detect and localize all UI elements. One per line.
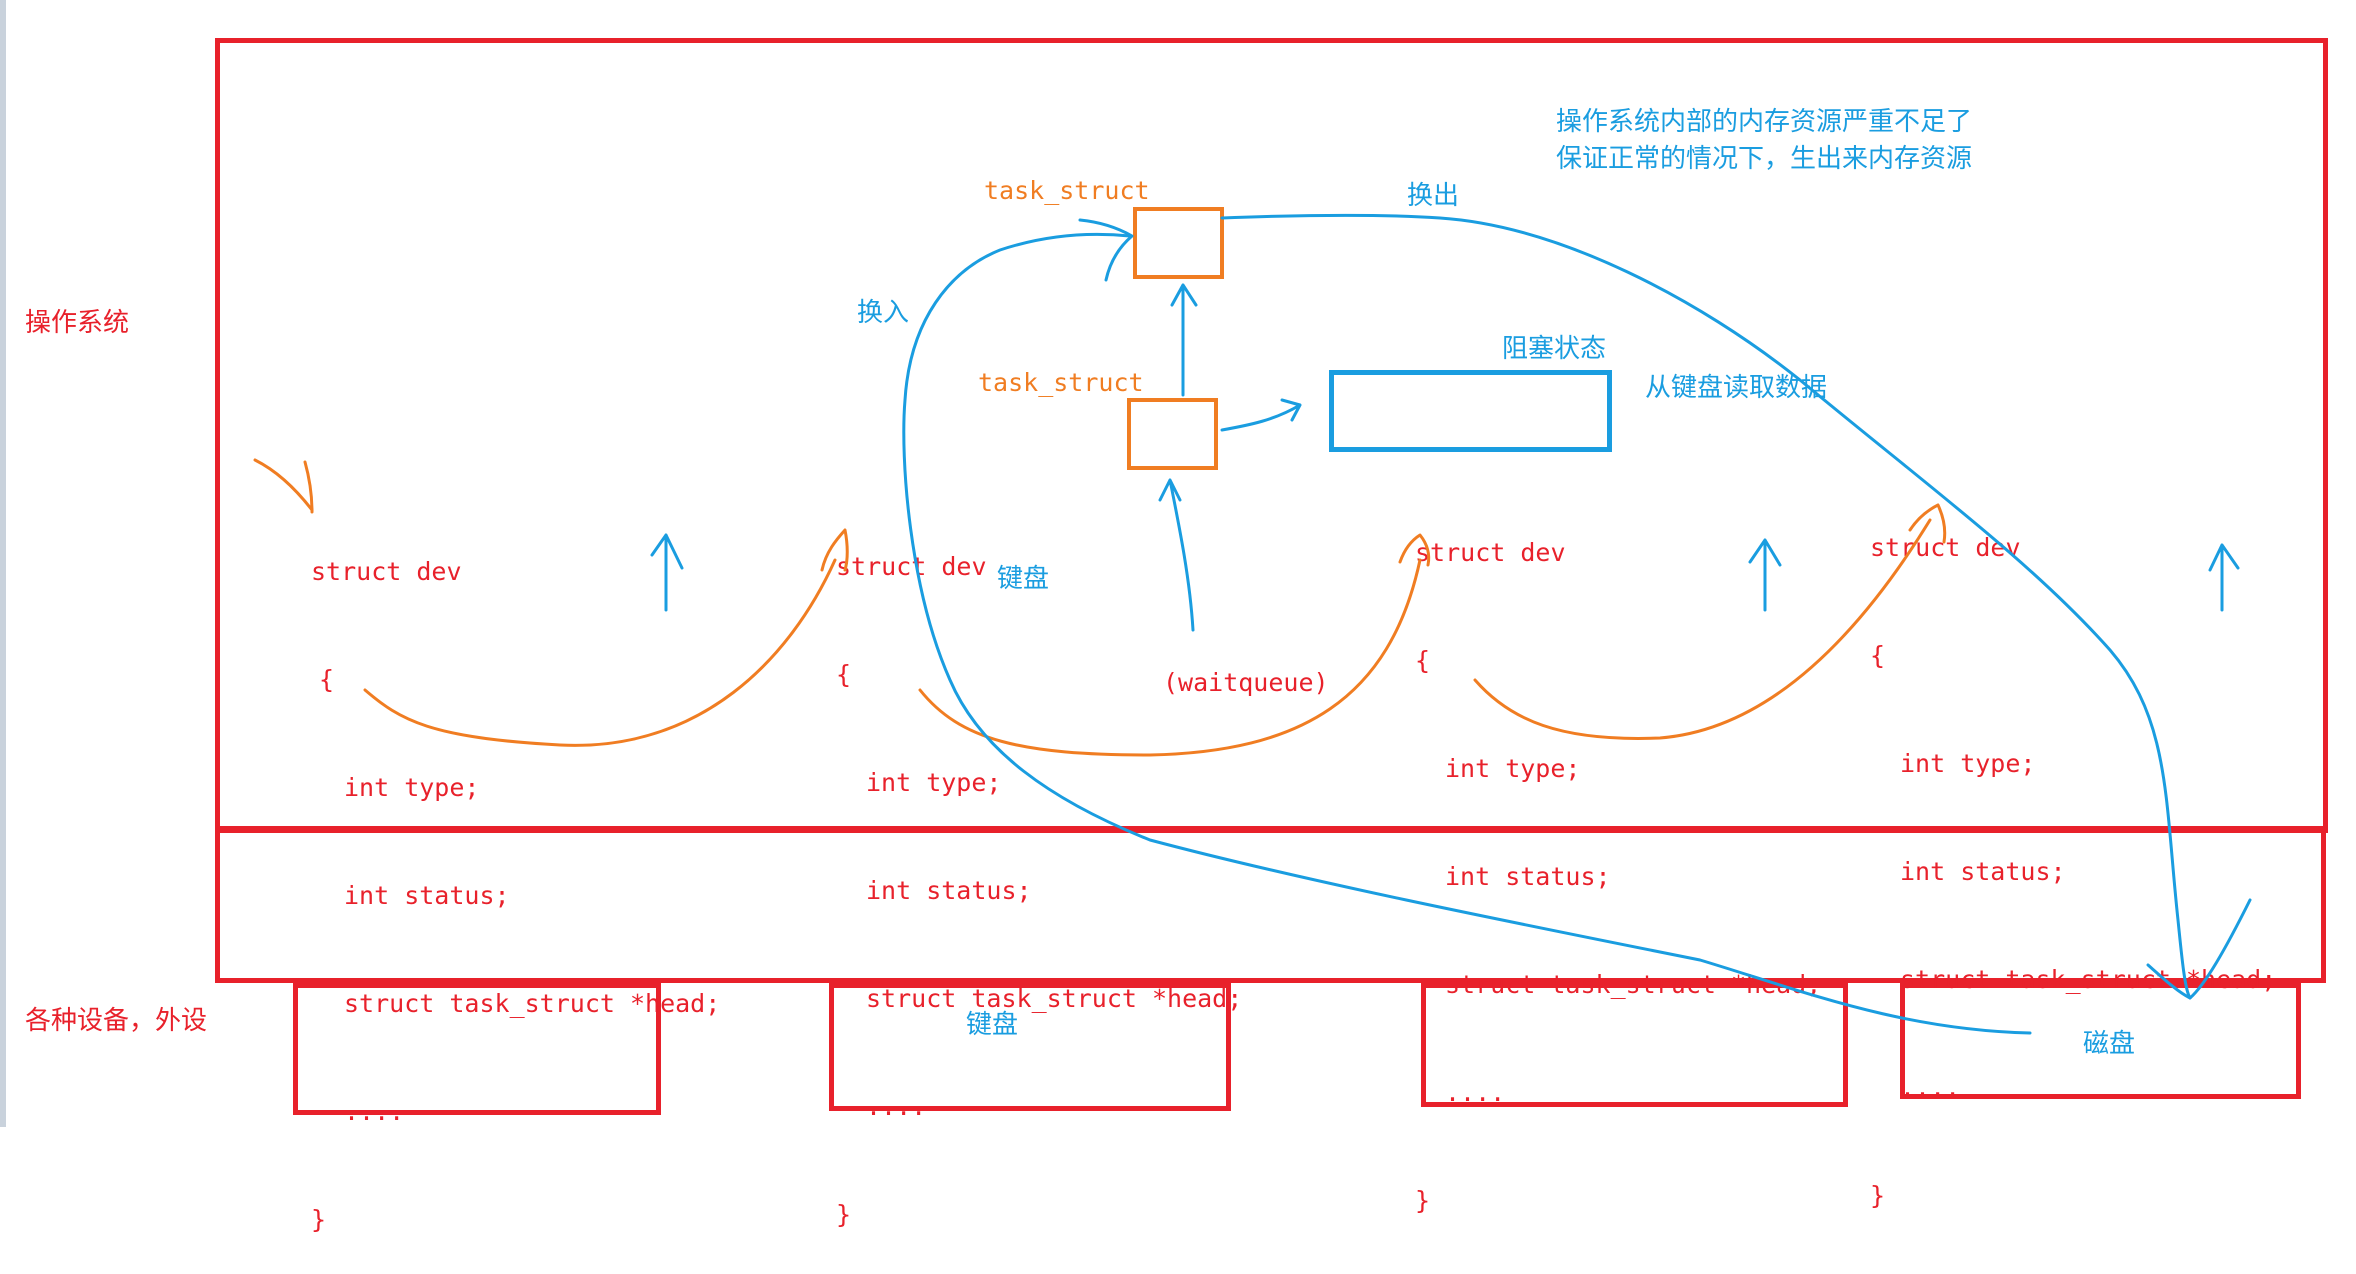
struct-field-status: int status; — [344, 881, 510, 910]
memory-note-line-2: 保证正常的情况下，生出来内存资源 — [1556, 144, 1973, 174]
left-edge-strip — [0, 0, 6, 1127]
device-box-3 — [1421, 983, 1848, 1107]
swap-out-label: 换出 — [1407, 181, 1460, 211]
struct-field-status: int status; — [866, 876, 1032, 905]
device-disk-label: 磁盘 — [2083, 1029, 2136, 1059]
struct-head: struct dev — [311, 557, 462, 586]
orange-link-3-4-head — [1908, 503, 1947, 544]
device-keyboard-label: 键盘 — [966, 1010, 1019, 1040]
blue-up-arrow-3 — [1748, 538, 1782, 612]
struct-close-brace: } — [1870, 1181, 1886, 1210]
struct-field-status: int status; — [1900, 857, 2066, 886]
driver-layer-region — [215, 826, 2326, 983]
blue-swap-out-head — [2146, 898, 2252, 1000]
struct-field-type: int type; — [344, 773, 480, 802]
struct-field-head: struct task_struct *head; — [866, 984, 1243, 1013]
blocked-state-label: 阻塞状态 — [1502, 334, 1607, 364]
orange-entry-arrow — [253, 458, 314, 514]
task-struct-box-top — [1133, 207, 1224, 279]
blue-swap-in-head — [1078, 218, 1134, 282]
struct-close-brace: } — [836, 1200, 852, 1229]
devices-label: 各种设备，外设 — [25, 1006, 208, 1036]
struct-dev-1: struct dev { int type; int status; struc… — [311, 482, 720, 1274]
task-struct-box-mid — [1127, 398, 1218, 470]
orange-link-1-2-head — [820, 528, 849, 572]
keyboard-inline-label: 键盘 — [997, 564, 1050, 594]
struct-field-type: int type; — [1445, 754, 1581, 783]
struct-field-head: struct task_struct *head; — [1445, 970, 1822, 999]
struct-open-brace: { — [1870, 641, 1886, 670]
struct-dev-3: struct dev { int type; int status; struc… — [1415, 463, 1821, 1255]
orange-link-3-4 — [1473, 518, 1932, 740]
waitqueue-label: (waitqueue) — [1163, 668, 1329, 697]
struct-field-type: int type; — [866, 768, 1002, 797]
blue-arrow-task-up — [1170, 283, 1198, 397]
memory-note-line-1: 操作系统内部的内存资源严重不足了 — [1556, 107, 1973, 137]
task-struct-label-mid: task_struct — [978, 368, 1144, 397]
device-box-1 — [293, 983, 661, 1115]
blocked-state-box — [1329, 370, 1612, 452]
swap-in-label: 换入 — [857, 298, 910, 328]
struct-open-brace: { — [1415, 646, 1431, 675]
struct-dots: .... — [866, 1092, 927, 1121]
os-label: 操作系统 — [25, 308, 130, 338]
struct-close-brace: } — [311, 1205, 327, 1234]
struct-field-head: struct task_struct *head; — [1900, 965, 2277, 994]
struct-dots: .... — [1445, 1078, 1506, 1107]
blue-arrow-to-blocked — [1220, 398, 1302, 432]
blue-swap-out-curve — [1220, 213, 2192, 1000]
struct-dots: .... — [1900, 1073, 1961, 1102]
struct-field-type: int type; — [1900, 749, 2036, 778]
blue-swap-in-curve — [902, 232, 2032, 1035]
blue-up-arrow-4 — [2208, 543, 2240, 612]
task-struct-label-top: task_struct — [984, 176, 1150, 205]
orange-link-2-3-head — [1398, 533, 1431, 567]
blue-arrow-head-to-task — [1158, 478, 1195, 632]
struct-field-head: struct task_struct *head; — [344, 989, 721, 1018]
struct-head: struct dev — [1415, 538, 1566, 567]
struct-head: struct dev — [836, 552, 987, 581]
blue-up-arrow-1 — [650, 533, 684, 612]
orange-link-2-3 — [918, 558, 1422, 757]
orange-link-1-2 — [363, 558, 837, 747]
device-box-keyboard — [829, 983, 1231, 1111]
struct-dev-4: struct dev { int type; int status; struc… — [1870, 458, 2276, 1250]
struct-open-brace: { — [836, 660, 852, 689]
struct-field-status: int status; — [1445, 862, 1611, 891]
device-box-disk — [1900, 983, 2301, 1099]
struct-dots: .... — [344, 1097, 405, 1126]
struct-close-brace: } — [1415, 1186, 1431, 1215]
connector-layer — [253, 213, 2252, 1035]
struct-open-brace: { — [319, 665, 335, 694]
